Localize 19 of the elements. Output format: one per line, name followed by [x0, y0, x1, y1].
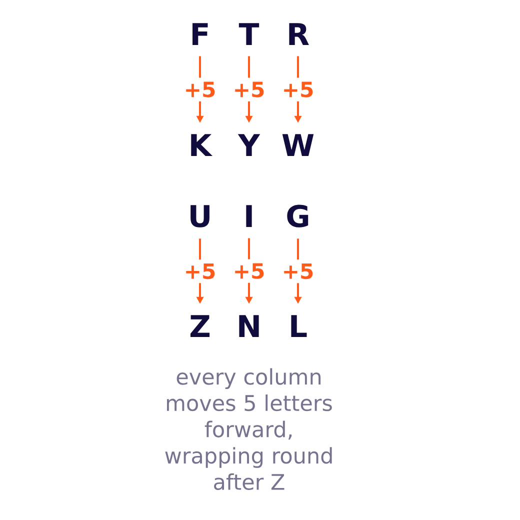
letter: U	[190, 205, 210, 228]
edge-label: +5	[280, 78, 316, 102]
letter: F	[192, 23, 208, 45]
edge-label: +5	[232, 78, 266, 102]
edge-label: +5	[232, 259, 266, 283]
letter: R	[289, 23, 309, 45]
caption: every column moves 5 letters forward, wrapping round after Z	[165, 368, 332, 490]
edge-label: +5	[182, 78, 218, 102]
letter: K	[191, 134, 213, 156]
letter: Y	[238, 134, 260, 156]
letter: L	[291, 315, 307, 337]
edge-label: +5	[280, 259, 316, 284]
letter: I	[246, 205, 252, 227]
letter: G	[287, 204, 308, 228]
edge-label: +5	[182, 259, 218, 284]
letter: W	[282, 134, 314, 156]
letter: Z	[190, 315, 210, 337]
letter: N	[239, 315, 259, 337]
letter: T	[238, 23, 260, 45]
